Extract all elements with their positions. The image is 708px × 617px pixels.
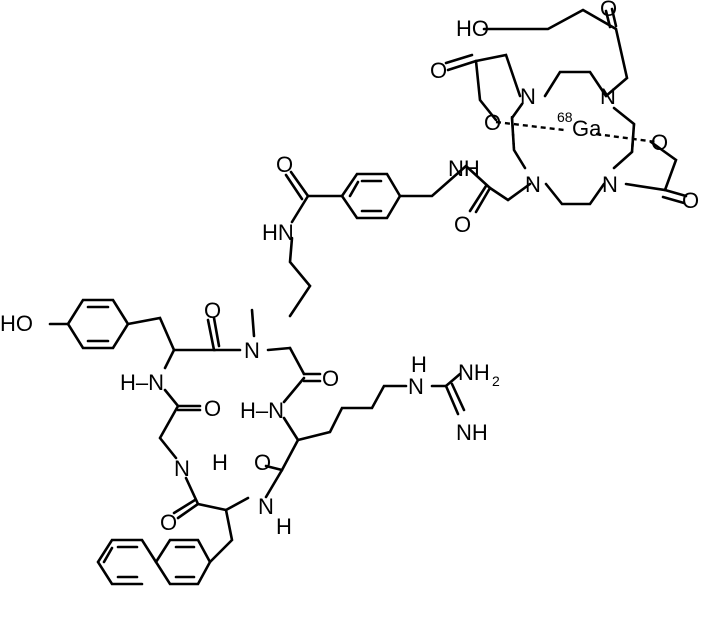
label-hn-benzamide: HN [262,220,294,245]
label-n-nal: N [258,494,274,519]
label-o-carb-left-ring: O [484,110,501,135]
label-n-methyl: N [244,338,260,363]
label-ga-isotope: 68 [557,109,573,125]
label-n-gly: N [174,456,190,481]
label-n-ring-tr: N [600,84,616,109]
label-o-carb-right: O [682,188,699,213]
label-hn-tyr: H–N [120,370,164,395]
label-h-guanidine: H [411,352,427,377]
label-n-guanidine: N [408,374,424,399]
label-o-tyr: O [204,298,221,323]
label-n-ring-tl: N [520,84,536,109]
label-o-carb-left: O [430,58,447,83]
label-h-gly: H [212,450,228,475]
coordination-bonds [495,115,657,153]
label-imine-guanidine: NH [456,420,488,445]
label-ho-acid: HO [456,16,489,41]
label-o-linker-amide: O [454,212,471,237]
label-nh2-subscript: 2 [492,373,500,389]
atom-labels: HO O O O N N N N 68 Ga O O NH O O HN HO … [0,0,699,539]
label-o-ring-right: O [651,130,668,155]
label-n-ring-br: N [602,172,618,197]
bond-lines [48,7,688,586]
label-o-arg: O [254,450,271,475]
label-hn-arg: H–N [240,398,284,423]
label-h-nal: H [276,514,292,539]
label-n-ring-bl: N [525,172,541,197]
label-o-orn: O [322,366,339,391]
label-gallium: Ga [572,116,602,141]
label-o-gly: O [204,396,221,421]
label-ho-phenol: HO [0,311,33,336]
label-nh-benzyl: NH [448,156,480,181]
label-o-nal: O [160,510,177,535]
label-nh2-guanidine: NH [458,360,490,385]
label-o-acid-top: O [600,0,617,21]
label-o-benzamide: O [276,152,293,177]
